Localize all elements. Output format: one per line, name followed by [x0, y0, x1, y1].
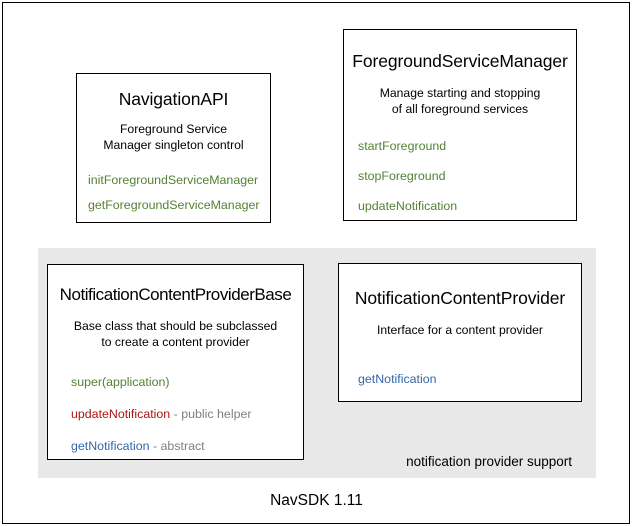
class-description-foreground-service-manager: Manage starting and stopping of all fore… [344, 86, 576, 117]
class-box-foreground-service-manager[interactable]: ForegroundServiceManager Manage starting… [343, 29, 577, 221]
member-name: updateNotification [71, 407, 171, 422]
class-description-line: of all foreground services [391, 101, 529, 116]
member-name: stopForeground [358, 169, 446, 184]
member-name: updateNotification [358, 199, 458, 214]
class-title-foreground-service-manager: ForegroundServiceManager [352, 51, 568, 71]
member-list-navigation-api: initForegroundServiceManager getForegrou… [77, 173, 270, 212]
member-note: - public helper [170, 407, 252, 422]
member-list-foreground-service-manager: startForeground stopForeground updateNot… [344, 139, 576, 213]
class-description-notification-content-provider: Interface for a content provider [339, 323, 581, 339]
class-title-navigation-api: NavigationAPI [118, 89, 229, 109]
member-list-notification-content-provider: getNotification [339, 372, 581, 386]
footer-label: NavSDK 1.11 [270, 492, 363, 509]
member-item[interactable]: getNotification [358, 372, 581, 386]
member-item[interactable]: getForegroundServiceManager [88, 198, 270, 212]
member-list-notification-content-provider-base: super(application) updateNotification - … [48, 375, 303, 453]
member-item[interactable]: getNotification - abstract [71, 439, 303, 453]
member-name: initForegroundServiceManager [88, 173, 259, 188]
class-description-line: Base class that should be subclassed [73, 319, 278, 333]
class-description-line: to create a content provider [101, 334, 250, 349]
member-item[interactable]: super(application) [71, 375, 303, 389]
class-description-navigation-api: Foreground Service Manager singleton con… [77, 122, 270, 153]
member-item[interactable]: updateNotification - public helper [71, 407, 303, 421]
member-name: super(application) [71, 375, 170, 390]
member-name: startForeground [358, 139, 447, 154]
member-name: getForegroundServiceManager [88, 198, 260, 213]
group-panel-label: notification provider support [406, 454, 572, 469]
member-name: getNotification [71, 439, 150, 454]
member-item[interactable]: stopForeground [358, 169, 576, 183]
member-note: - abstract [149, 439, 205, 454]
member-item[interactable]: initForegroundServiceManager [88, 173, 270, 187]
class-title-notification-content-provider-base: NotificationContentProviderBase [59, 285, 292, 304]
member-item[interactable]: startForeground [358, 139, 576, 153]
class-title-notification-content-provider: NotificationContentProvider [354, 288, 566, 308]
class-description-line: Interface for a content provider [377, 323, 543, 337]
class-description-notification-content-provider-base: Base class that should be subclassed to … [48, 319, 303, 350]
class-description-line: Manager singleton control [103, 137, 244, 152]
class-box-notification-content-provider-base[interactable]: NotificationContentProviderBase Base cla… [47, 264, 304, 460]
class-box-navigation-api[interactable]: NavigationAPI Foreground Service Manager… [76, 73, 271, 223]
class-box-notification-content-provider[interactable]: NotificationContentProvider Interface fo… [338, 263, 582, 402]
class-description-line: Manage starting and stopping [379, 86, 541, 100]
member-item[interactable]: updateNotification [358, 199, 576, 213]
class-description-line: Foreground Service [119, 122, 228, 136]
member-name: getNotification [358, 371, 437, 386]
